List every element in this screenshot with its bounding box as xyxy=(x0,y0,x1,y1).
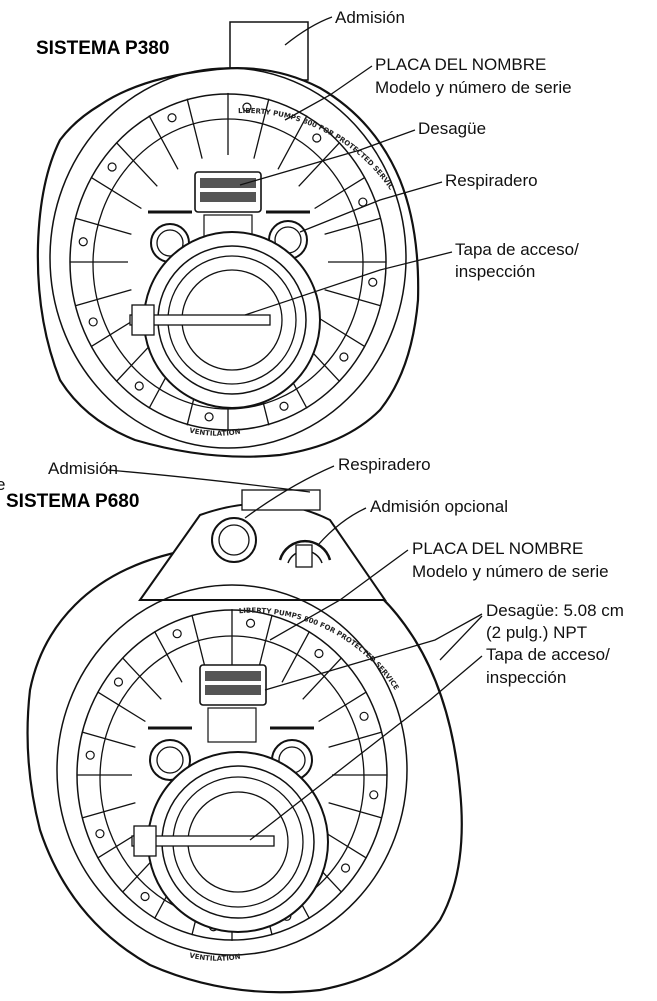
p680-spoke xyxy=(97,691,146,723)
p380-spoke xyxy=(298,142,341,187)
p380-bolt-hole xyxy=(242,102,252,112)
p380-bolt-hole xyxy=(204,412,214,422)
p680-bolt-hole xyxy=(95,829,105,839)
p680-access-label-1: Tapa de acceso/ xyxy=(486,645,610,664)
p680-rim-ring xyxy=(56,584,408,956)
p680-spoke xyxy=(153,631,183,683)
p380-spoke xyxy=(186,98,203,159)
p680-spoke xyxy=(257,614,273,672)
p380-bolt-hole xyxy=(107,162,117,172)
p380-bolt-hole xyxy=(368,277,378,287)
p380-basin: LIBERTY PUMPS 800 FOR PROTECTED SERVICE … xyxy=(0,0,420,458)
p680-bolt-hole xyxy=(245,618,256,628)
p680-vent-left xyxy=(149,739,191,781)
p380-spoke xyxy=(90,176,142,210)
p380-rim-ring xyxy=(49,67,407,449)
p680-nameplate-label: PLACA DEL NOMBRE xyxy=(412,539,583,558)
p680-access-label-2: inspección xyxy=(486,668,566,687)
p680-spoke xyxy=(302,657,343,700)
p380-access-label-2: inspección xyxy=(455,262,535,281)
p680-title: SISTEMA P680 xyxy=(6,491,139,512)
p380-spoke xyxy=(75,217,132,235)
p380-bottom-text: VENTILATION xyxy=(189,427,242,438)
p680-optional-intake-label: Admisión opcional xyxy=(370,497,508,516)
p680-bolt-hole xyxy=(85,750,95,760)
p680-bolt-hole xyxy=(359,711,369,721)
p680-optional-intake-mark xyxy=(278,539,332,568)
p380-spoke xyxy=(115,142,158,187)
p380-bolt-hole xyxy=(167,113,177,123)
p680-vent-label: Respiradero xyxy=(338,455,431,474)
p380-nameplate-detail: Modelo y número de serie xyxy=(375,78,572,97)
p380-bolt-hole xyxy=(358,197,368,207)
p680-bottom-text: VENTILATION xyxy=(189,952,242,963)
p380-spoke xyxy=(253,98,270,159)
p380-bolt-hole xyxy=(88,317,98,327)
p380-bolt-hole xyxy=(78,237,88,247)
p680-spoke xyxy=(121,657,162,700)
p680-bolt-hole xyxy=(172,629,182,639)
p680-spoke xyxy=(318,691,367,723)
p680-spoke xyxy=(82,802,136,819)
p680-nameplate xyxy=(207,707,257,743)
p380-title: SISTEMA P380 xyxy=(36,38,169,59)
p680-intake-label: Admisión xyxy=(48,459,118,478)
p380-spoke xyxy=(148,115,179,170)
p680-spoke xyxy=(281,631,311,683)
p380-bolt-hole xyxy=(134,381,144,391)
p680-bolt-hole xyxy=(340,863,351,873)
p380-access-label-1: Tapa de acceso/ xyxy=(455,240,579,259)
p380-spoke xyxy=(314,314,366,348)
p380-bolt-hole xyxy=(312,133,322,143)
p380-bolt-hole xyxy=(279,401,289,411)
p680-spoke xyxy=(328,731,382,748)
p680-drain-label-2: (2 pulg.) NPT xyxy=(486,623,587,642)
p680-intake-pipe xyxy=(241,489,321,511)
p680-bolt-hole xyxy=(369,790,379,800)
p680-bolt-hole xyxy=(140,891,150,902)
p680-nameplate-detail: Modelo y número de serie xyxy=(412,562,609,581)
p380-spoke xyxy=(324,289,381,307)
edge-fragment: e xyxy=(0,475,5,494)
p380-leader-lines xyxy=(239,16,453,316)
p380-spoke xyxy=(277,115,308,170)
p380-spoke xyxy=(324,217,381,235)
p380-spoke xyxy=(75,289,132,307)
p380-vent-label: Respiradero xyxy=(445,171,538,190)
p380-intake-label: Admisión xyxy=(335,8,405,27)
p380-spoke xyxy=(314,176,366,210)
p680-leader-lines xyxy=(107,465,483,841)
p380-drain-label: Desagüe xyxy=(418,119,486,138)
p680-spoke xyxy=(328,802,382,819)
p680-bolt-hole xyxy=(113,677,124,687)
p380-nameplate-label: PLACA DEL NOMBRE xyxy=(375,55,546,74)
p680-drain-label-1: Desagüe: 5.08 cm xyxy=(486,601,624,620)
p680-bolt-hole xyxy=(314,648,324,659)
p380-bolt-hole xyxy=(339,352,349,362)
p680-spoke xyxy=(191,614,207,672)
p680-spoke xyxy=(82,731,136,748)
